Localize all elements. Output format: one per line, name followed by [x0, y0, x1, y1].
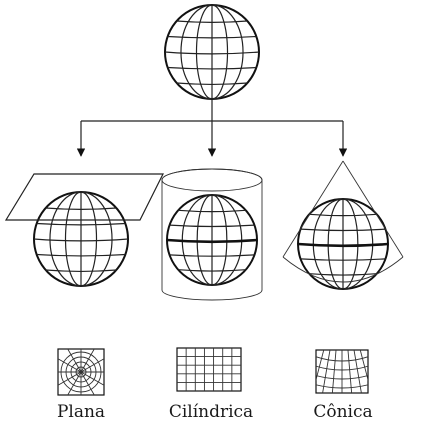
map-ray: [67, 349, 82, 373]
cylinder-projection: [161, 168, 263, 301]
parallel: [36, 253, 126, 257]
cone-projection: [282, 160, 404, 290]
map-meridian: [347, 350, 353, 393]
parallel: [167, 66, 257, 70]
parallel: [169, 224, 255, 228]
map-meridian: [353, 350, 362, 393]
label-cone: Cônica: [313, 402, 373, 422]
map-ray: [80, 371, 95, 395]
projection-arrows: [76, 100, 348, 157]
equator: [164, 51, 260, 55]
map-meridian: [331, 350, 337, 393]
label-cylinder: Cilíndrica: [168, 402, 254, 422]
map-cone: [315, 349, 369, 394]
cone-side-left: [282, 160, 344, 258]
map-ray: [80, 371, 104, 386]
parallel: [300, 228, 386, 232]
parallel: [300, 258, 386, 261]
map-meridian: [322, 350, 331, 393]
map-ray: [67, 371, 82, 395]
top-globe: [164, 4, 260, 100]
parallel: [178, 269, 246, 272]
map-ray: [58, 358, 82, 373]
parallel: [309, 213, 377, 217]
parallel: [45, 269, 117, 273]
parallel: [176, 82, 248, 86]
map-ray: [80, 349, 95, 373]
map-cylinder: [176, 347, 242, 392]
map-ray: [80, 358, 104, 373]
equator: [297, 242, 389, 248]
equator: [33, 238, 129, 242]
parallel: [45, 207, 117, 210]
map-meridian: [359, 350, 368, 382]
cylinder-back: [161, 168, 263, 181]
cylinder-top: [161, 168, 263, 192]
cone-side-right: [342, 160, 404, 258]
projection-plane: [4, 173, 164, 221]
parallel: [169, 254, 255, 257]
map-ray: [58, 371, 82, 386]
parallel: [36, 222, 126, 226]
map-plane: [57, 348, 105, 396]
map-meridian: [316, 350, 325, 382]
cone-base: [282, 256, 404, 283]
parallel: [309, 273, 377, 276]
label-plane: Plana: [56, 402, 106, 422]
parallel: [176, 20, 248, 23]
parallel: [167, 35, 257, 39]
equator: [166, 238, 258, 244]
plane-projection: [4, 173, 164, 287]
cylinder-bottom: [161, 289, 263, 301]
parallel: [178, 209, 246, 213]
